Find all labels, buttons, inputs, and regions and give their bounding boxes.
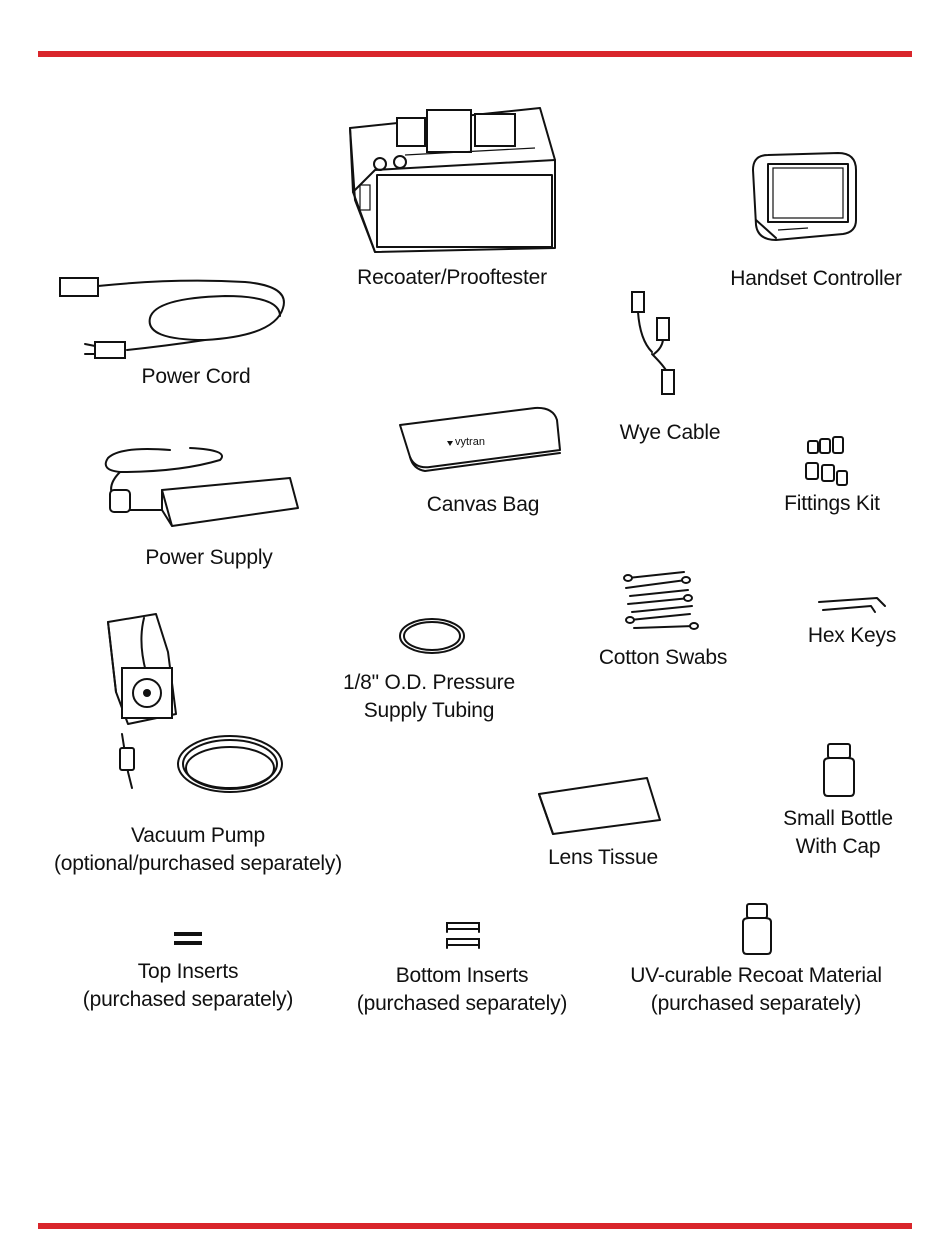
vytran-logo: vytran (455, 436, 485, 448)
tubing-label-line1: 1/8" O.D. Pressure (343, 671, 515, 694)
wye-cable-illustration (631, 291, 675, 395)
wye-cable-label: Wye Cable (619, 421, 721, 444)
lens-tissue-illustration (538, 777, 661, 835)
recoat-material-bottle-illustration (742, 903, 772, 955)
vytran-logo-mark (447, 441, 453, 446)
vacuum-pump-label: Vacuum Pump (optional/purchased separate… (54, 822, 342, 878)
top-red-rule (38, 51, 912, 57)
top-inserts-label-line1: Top Inserts (137, 960, 239, 983)
recoat-material-label-line1: UV-curable Recoat Material (630, 964, 882, 987)
power-supply-label: Power Supply (145, 546, 273, 569)
top-inserts-label-line2: (purchased separately) (82, 988, 294, 1011)
tubing-illustration (399, 618, 465, 654)
vacuum-pump-label-line1: Vacuum Pump (131, 824, 265, 847)
hex-keys-illustration (818, 597, 886, 613)
recoater-illustration (349, 107, 556, 253)
small-bottle-label: Small Bottle With Cap (783, 805, 893, 861)
vacuum-pump-illustration (107, 613, 283, 793)
bottom-red-rule (38, 1223, 912, 1229)
bottom-inserts-label-line1: Bottom Inserts (395, 964, 529, 987)
top-inserts-label: Top Inserts (purchased separately) (82, 958, 294, 1014)
bottom-inserts-label-line2: (purchased separately) (356, 992, 568, 1015)
power-supply-illustration (104, 447, 299, 527)
small-bottle-label-line2: With Cap (795, 835, 881, 858)
bottom-inserts-label: Bottom Inserts (purchased separately) (356, 962, 568, 1018)
handset-controller-label: Handset Controller (730, 267, 902, 290)
small-bottle-illustration (823, 743, 855, 797)
canvas-bag-label: Canvas Bag (426, 493, 540, 516)
recoater-label: Recoater/Prooftester (357, 266, 547, 289)
recoat-material-label-line2: (purchased separately) (650, 992, 862, 1015)
cotton-swabs-label: Cotton Swabs (598, 646, 728, 669)
power-cord-illustration (59, 277, 285, 359)
small-bottle-label-line1: Small Bottle (783, 807, 893, 830)
hex-keys-label: Hex Keys (807, 624, 897, 647)
recoat-material-label: UV-curable Recoat Material (purchased se… (630, 962, 882, 1018)
bottom-inserts-illustration (446, 922, 480, 949)
tubing-label-line2: Supply Tubing (363, 699, 495, 722)
lens-tissue-label: Lens Tissue (548, 846, 658, 869)
power-cord-label: Power Cord (141, 365, 251, 388)
handset-controller-illustration (752, 152, 857, 241)
fittings-kit-illustration (805, 436, 848, 486)
tubing-label: 1/8" O.D. Pressure Supply Tubing (343, 669, 515, 725)
fittings-kit-label: Fittings Kit (784, 492, 880, 515)
cotton-swabs-illustration (623, 571, 699, 630)
canvas-bag-illustration: vytran (399, 406, 561, 472)
top-inserts-illustration (174, 932, 202, 945)
vacuum-pump-label-line2: (optional/purchased separately) (54, 852, 342, 875)
